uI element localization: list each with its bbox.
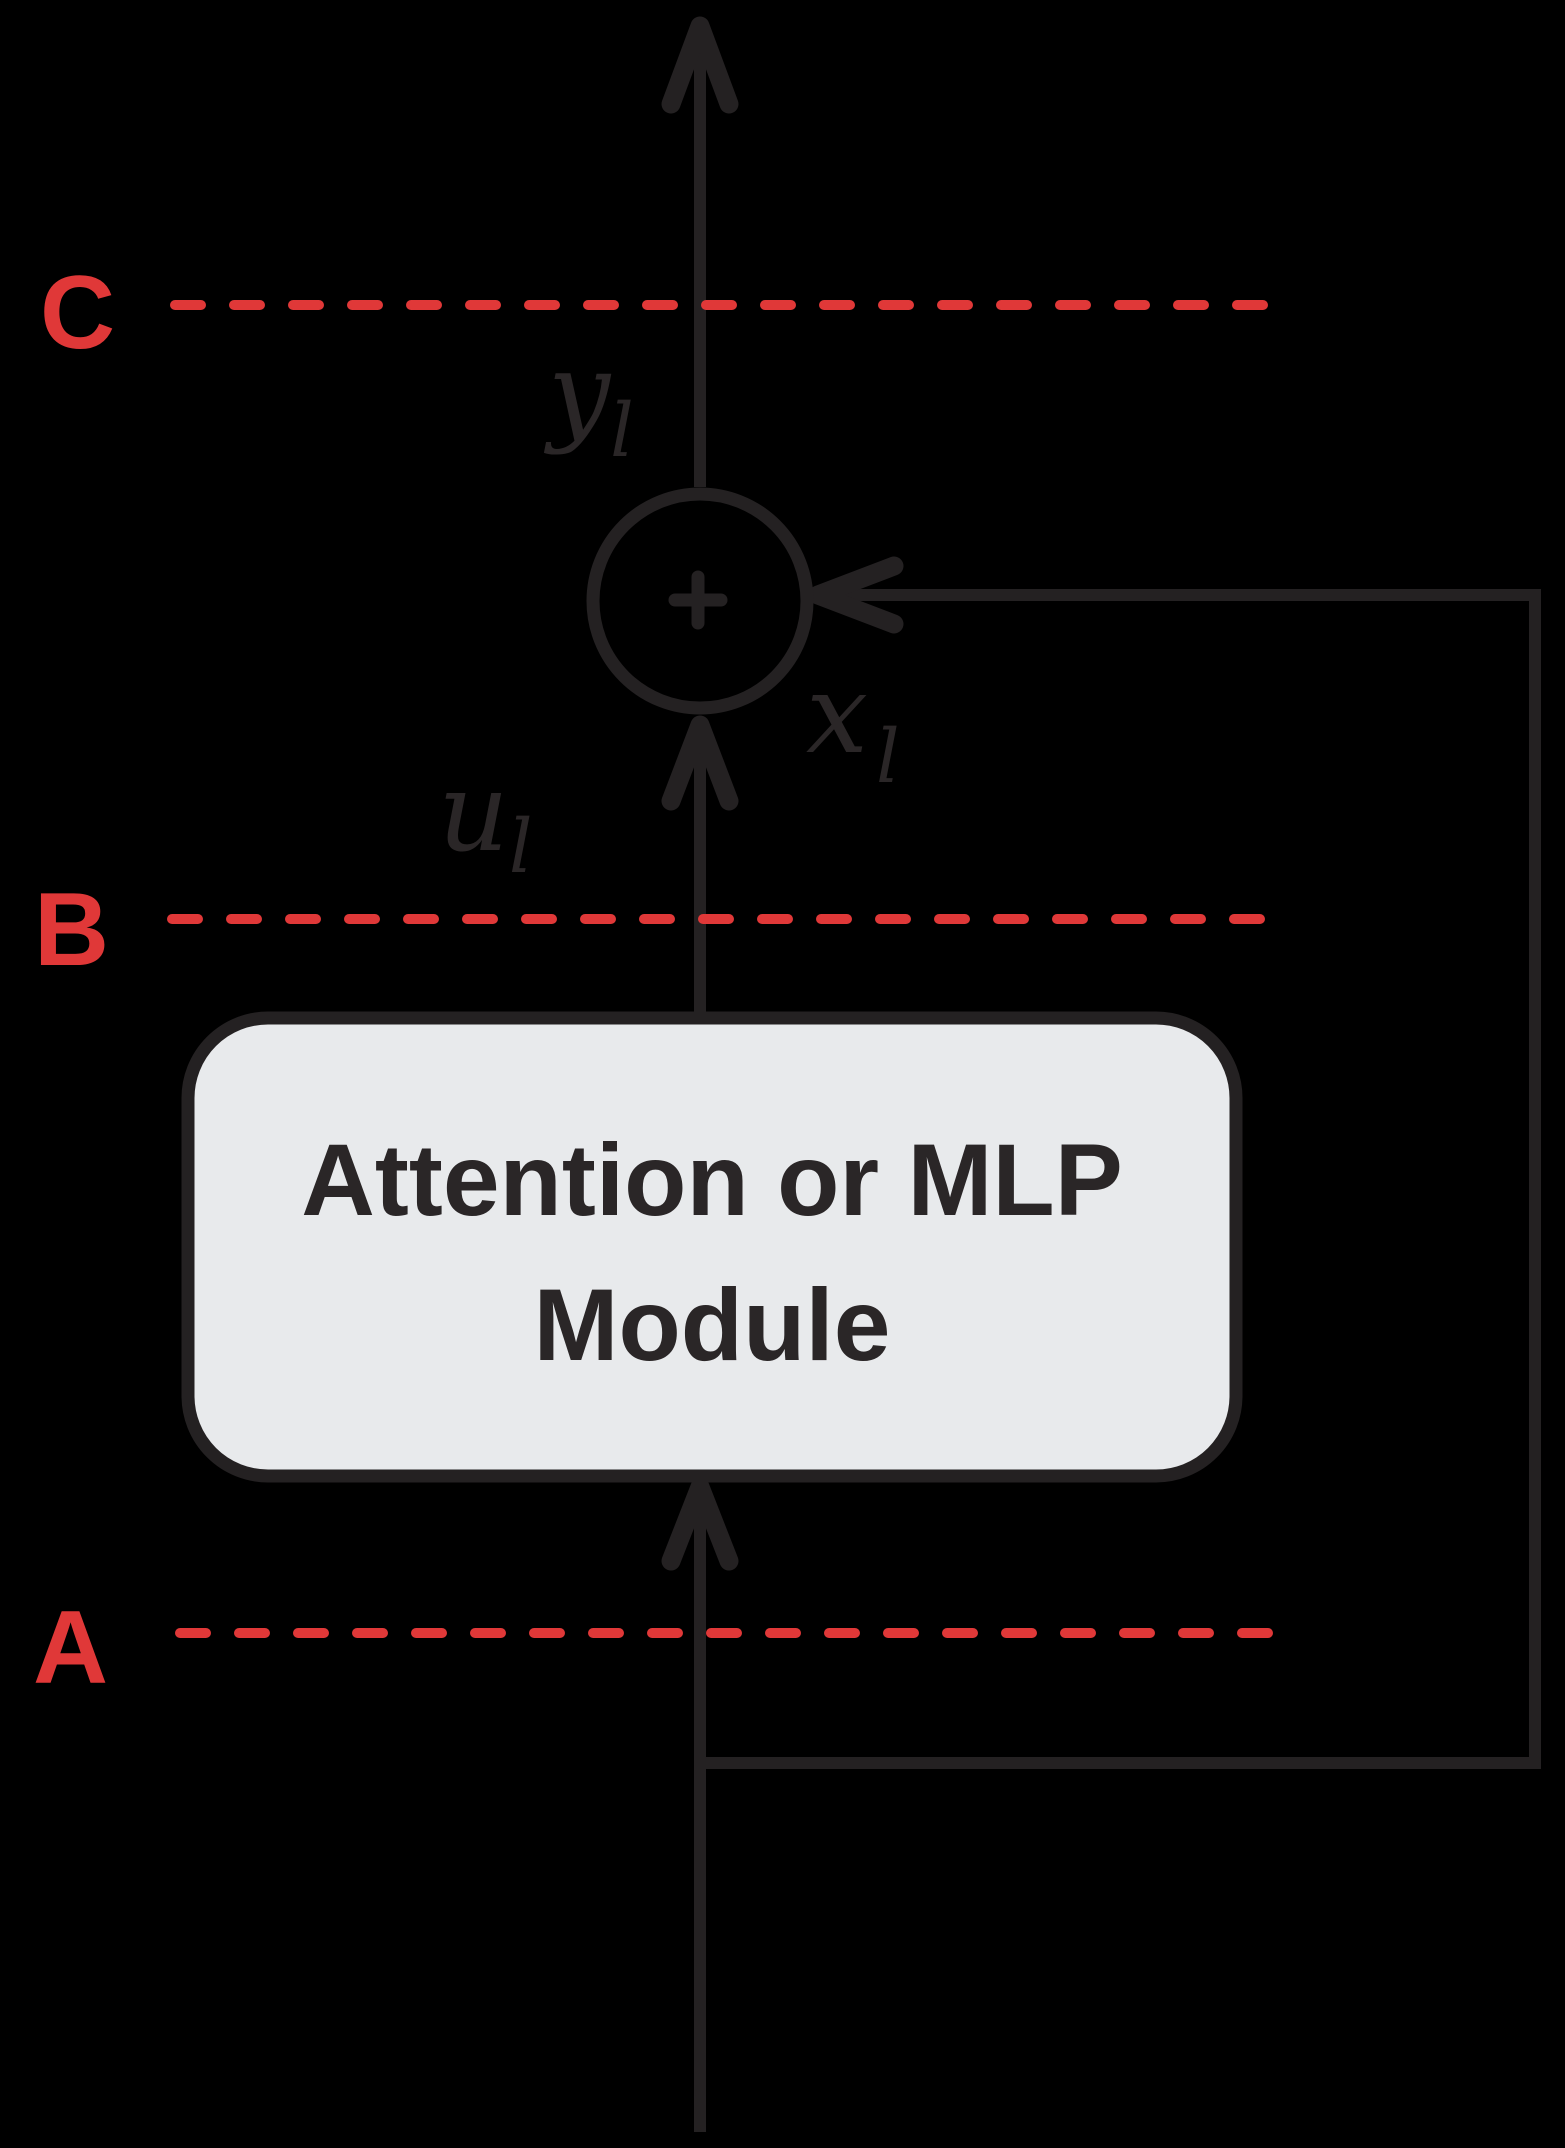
module-label-line2: Module: [534, 1268, 891, 1382]
plus-icon: [668, 570, 728, 630]
module-box: [181, 1011, 1243, 1483]
sum-input-arrowhead-icon: [661, 715, 739, 811]
signal-label-y: yl: [543, 328, 634, 474]
module-label-line1: Attention or MLP: [301, 1123, 1123, 1237]
probe-label-a: A: [33, 1590, 108, 1706]
probe-label-c: C: [40, 255, 115, 371]
skip-arrowhead-icon: [808, 556, 904, 634]
module-input-arrowhead-icon: [661, 1477, 739, 1571]
output-arrowhead-icon: [661, 16, 739, 114]
probe-label-b: B: [34, 872, 109, 988]
skip-connection-wire: [700, 589, 1541, 1769]
signal-label-u: ul: [438, 748, 533, 890]
